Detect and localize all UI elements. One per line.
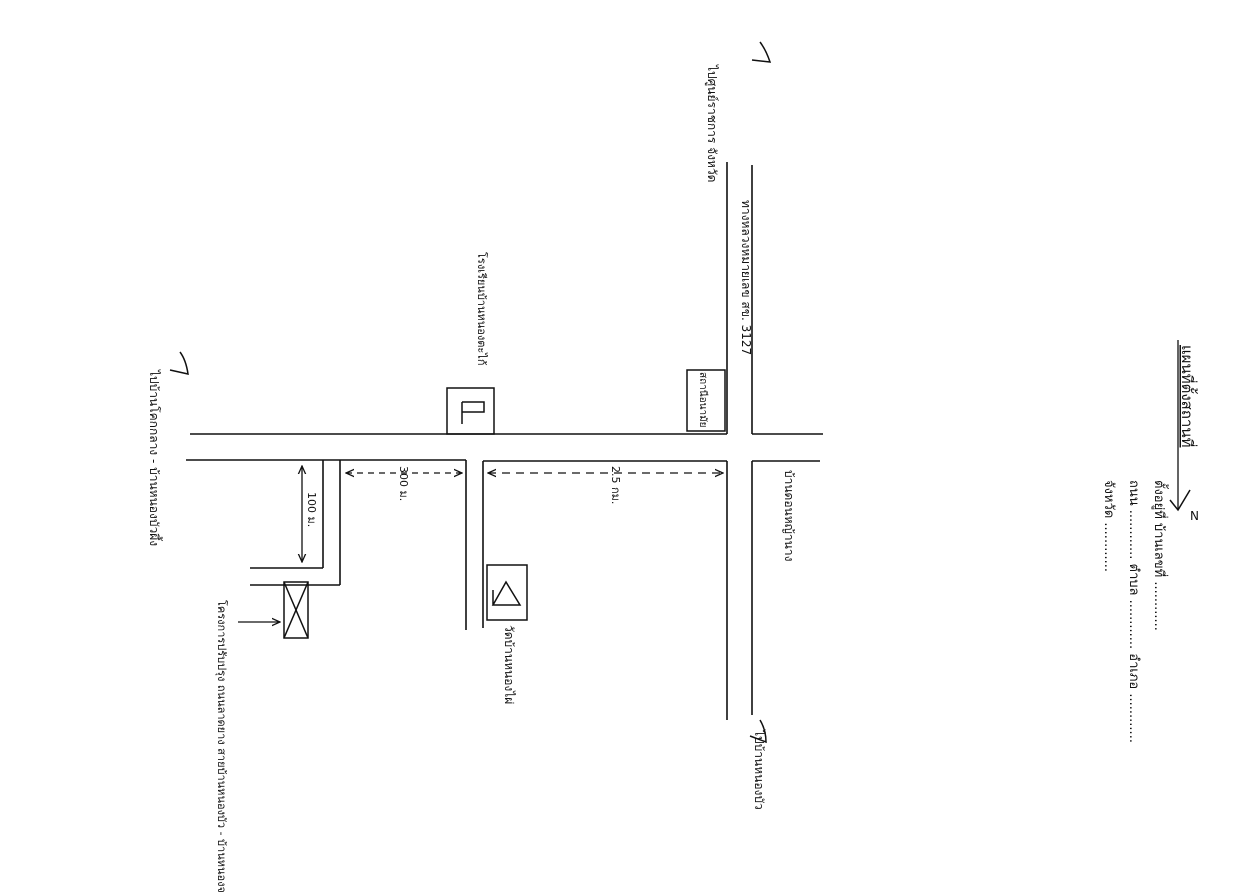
main-road-label: ทางหลวงหมายเลข สข. 3127	[739, 200, 753, 355]
compass-label: N	[1190, 509, 1199, 523]
arrow-to-bottom-destination	[749, 719, 767, 744]
distance-middle-label: 300 ม.	[397, 466, 410, 501]
school-label: โรงเรียนบ้านหนองตะไก้	[475, 252, 489, 366]
distance-right-label: 2.5 กม.	[609, 466, 622, 504]
arrow-to-top-destination	[751, 41, 772, 63]
temple-building	[486, 564, 528, 621]
project-site-box	[283, 581, 309, 639]
project-site-label: โครงการปรับปรุง ถนนลาดยาง สายบ้านหนองบัว…	[215, 600, 229, 892]
document-line-3: จังหวัด ............	[1101, 480, 1116, 572]
temple-label: วัดบ้านหนองไผ่	[502, 625, 516, 704]
hospital-label: สถานีอนามัย	[697, 372, 709, 428]
bottom-destination-label: ไปบ้านหนองบัว	[752, 729, 766, 810]
top-destination-label: ไปศูนย์ราชการ จังหวัด	[704, 64, 719, 182]
document-line-1: ตั้งอยู่ที่ บ้านเลขที่ ............	[1151, 480, 1169, 631]
school-building	[446, 387, 495, 435]
school-flag-icon	[461, 401, 485, 424]
hospital-building	[686, 369, 726, 432]
distance-left-label: 100 ม.	[305, 492, 318, 527]
temple-icon	[491, 580, 522, 606]
compass-arrow	[1169, 489, 1191, 512]
right-place-label: บ้านดอนหญ้านาง	[782, 470, 796, 561]
left-destination-label: ไปบ้านโคกกลาง - บ้านหนองบัวผึ้ง	[147, 369, 163, 546]
road-network	[186, 162, 823, 720]
document-line-2: ถนน ............ ตำบล ............ อำเภอ…	[1126, 480, 1141, 743]
document-title: แผนที่ตั้งสถานที่	[1178, 345, 1198, 447]
arrow-to-left-destination	[169, 351, 189, 375]
